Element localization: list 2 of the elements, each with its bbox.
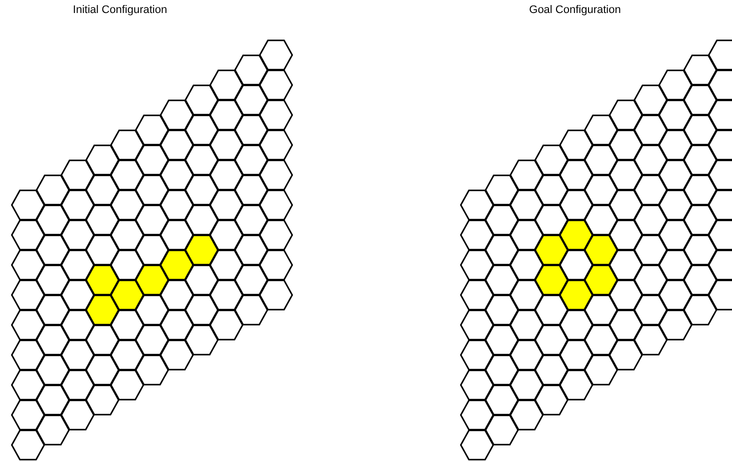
panel-title: Initial Configuration	[72, 4, 168, 16]
panel-title: Goal Configuration	[529, 4, 621, 16]
